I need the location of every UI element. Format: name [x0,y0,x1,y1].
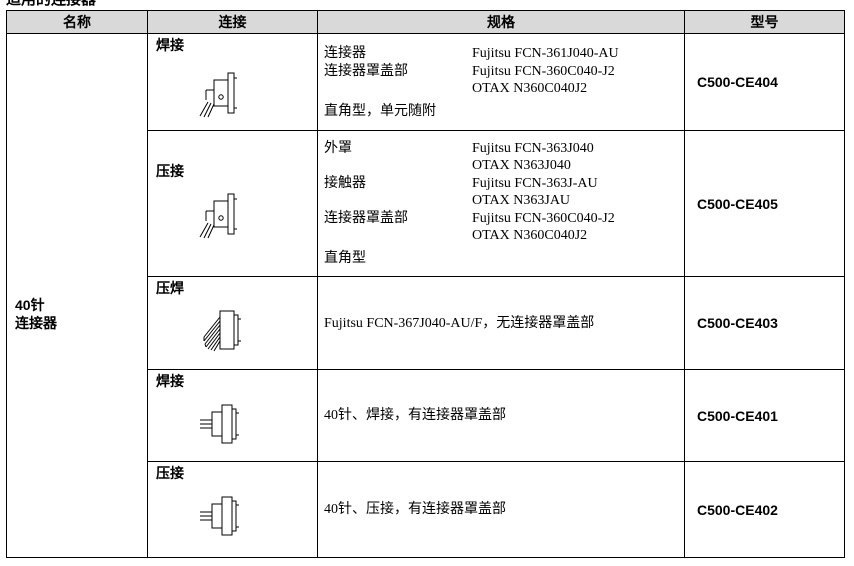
spec-key: 外罩 [324,141,352,156]
straight-connector-icon [186,494,246,538]
header-connection: 连接 [147,10,318,34]
name-line-2: 连接器 [15,315,57,331]
angled-connector-icon [192,70,248,120]
spec-row: 连接器 Fujitsu FCN-361J040-AU [324,45,684,62]
name-cell: 40针 连接器 [6,33,148,558]
spec-value: Fujitsu FCN-363J040 OTAX N363J040 [472,141,594,173]
connection-cell: 压接 [147,130,318,277]
page-title: 适用的连接器 [6,0,96,9]
spec-cell: 40针、焊接，有连接器罩盖部 [317,369,685,462]
table-row: 压焊 Fujitsu FCN-367J040-AU/F，无连接器罩盖部 [7,276,845,370]
name-line-1: 40针 [15,297,45,313]
spec-value: Fujitsu FCN-363J-AU OTAX N363JAU [472,176,598,208]
ribbon-connector-icon [198,307,248,353]
header-model: 型号 [684,10,845,34]
connection-cell: 焊接 [147,369,318,462]
connector-table: 名称 连接 规格 型号 40针 连接器 焊接 [6,10,845,558]
spec-note: 直角型 [324,251,366,266]
spec-cell: 外罩 Fujitsu FCN-363J040 OTAX N363J040 接触器… [317,130,685,277]
connection-cell: 压焊 [147,276,318,370]
spec-cell: 连接器 Fujitsu FCN-361J040-AU 连接器罩盖部 Fujits… [317,33,685,131]
header-name: 名称 [6,10,148,34]
connection-label: 压焊 [156,280,184,296]
model-cell: C500-CE404 [684,33,845,131]
angled-connector-icon [192,191,248,241]
spec-row: 外罩 Fujitsu FCN-363J040 OTAX N363J040 [324,140,684,174]
spec-text: 40针、压接，有连接器罩盖部 [324,502,506,517]
model-cell: C500-CE402 [684,461,845,558]
model-cell: C500-CE405 [684,130,845,277]
straight-connector-icon [186,402,246,446]
spec-value: Fujitsu FCN-361J040-AU [472,45,619,61]
spec-key: 连接器罩盖部 [324,211,408,226]
spec-cell: 40针、压接，有连接器罩盖部 [317,461,685,558]
model-cell: C500-CE403 [684,276,845,370]
connection-cell: 焊接 [147,33,318,131]
table-row: 压接 40针、压接，有连接器罩盖部 C500-C [7,461,845,558]
connection-label: 焊接 [156,373,184,389]
table-row: 压接 外罩 [7,130,845,277]
spec-key: 连接器 [324,45,366,61]
spec-cell: Fujitsu FCN-367J040-AU/F，无连接器罩盖部 [317,276,685,370]
spec-row: 连接器罩盖部 Fujitsu FCN-360C040-J2 OTAX N360C… [324,63,684,97]
spec-value: Fujitsu FCN-360C040-J2 OTAX N360C040J2 [472,211,615,243]
spec-note: 直角型，单元随附 [324,103,436,119]
spec-key: 接触器 [324,176,366,191]
table-row: 焊接 40针、焊接，有连接器罩盖部 C500-C [7,369,845,462]
header-spec: 规格 [317,10,685,34]
spec-value: Fujitsu FCN-360C040-J2 OTAX N360C040J2 [472,63,615,96]
connection-label: 压接 [156,465,184,481]
table-row: 40针 连接器 焊接 [6,33,845,558]
model-cell: C500-CE401 [684,369,845,462]
spec-row: 连接器罩盖部 Fujitsu FCN-360C040-J2 OTAX N360C… [324,210,684,244]
spec-text: Fujitsu FCN-367J040-AU/F，无连接器罩盖部 [324,315,595,331]
spec-text: 40针、焊接，有连接器罩盖部 [324,408,506,423]
spec-row: 接触器 Fujitsu FCN-363J-AU OTAX N363JAU [324,175,684,209]
connection-label: 压接 [156,163,184,179]
connection-cell: 压接 [147,461,318,558]
spec-key: 连接器罩盖部 [324,63,408,79]
connection-label: 焊接 [156,37,184,53]
table-header-row: 名称 连接 规格 型号 [6,10,845,34]
